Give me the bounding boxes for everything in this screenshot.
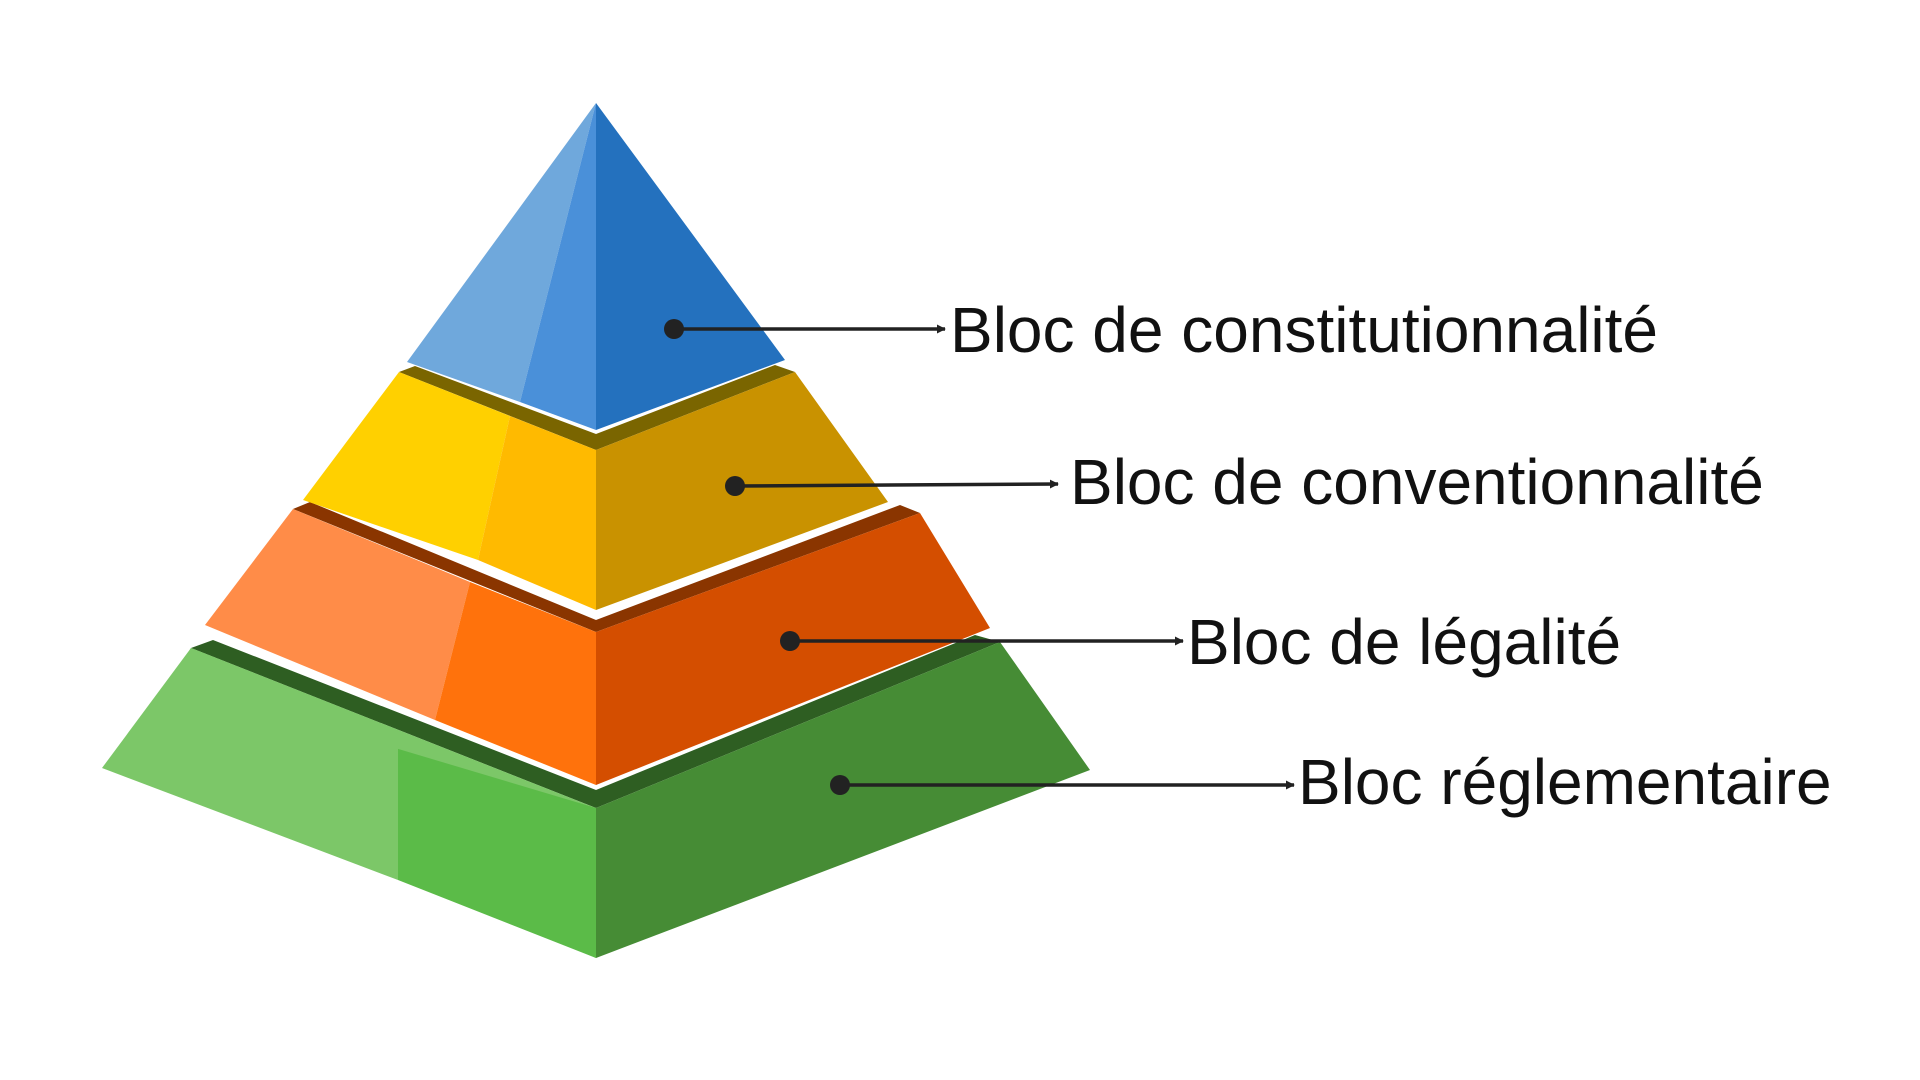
tier-face-right-reglementaire xyxy=(596,642,1090,958)
connector-reglementaire xyxy=(830,775,1295,795)
connector-conventionnalite xyxy=(725,476,1059,496)
tier-face-mid-legalite xyxy=(435,582,596,785)
tier-face-right-constitutionnalite xyxy=(596,103,785,430)
connector-legalite xyxy=(780,631,1184,651)
pyramid-tier-constitutionnalite xyxy=(407,103,785,430)
tier-face-left-legalite xyxy=(205,509,470,720)
connector-constitutionnalite xyxy=(664,319,946,339)
tier-face-mid-reglementaire xyxy=(385,745,596,958)
tier-face-left-edge-reglementaire xyxy=(102,648,398,880)
tier-label-legalite: Bloc de légalité xyxy=(1187,606,1622,678)
tier-face-mid-constitutionnalite xyxy=(520,103,596,430)
tier-label-conventionnalite: Bloc de conventionnalité xyxy=(1070,446,1764,518)
tier-label-constitutionnalite: Bloc de constitutionnalité xyxy=(950,294,1658,366)
tier-face-left-constitutionnalite xyxy=(407,103,596,402)
tier-face-left-conventionnalite xyxy=(303,372,510,560)
tier-label-reglementaire: Bloc réglementaire xyxy=(1298,746,1832,818)
pyramid-tier-reglementaire xyxy=(102,635,1090,958)
tier-ledge-conventionnalite xyxy=(399,365,795,450)
tier-face-mid-conventionnalite xyxy=(478,416,596,610)
connector-arrow xyxy=(734,479,1059,489)
